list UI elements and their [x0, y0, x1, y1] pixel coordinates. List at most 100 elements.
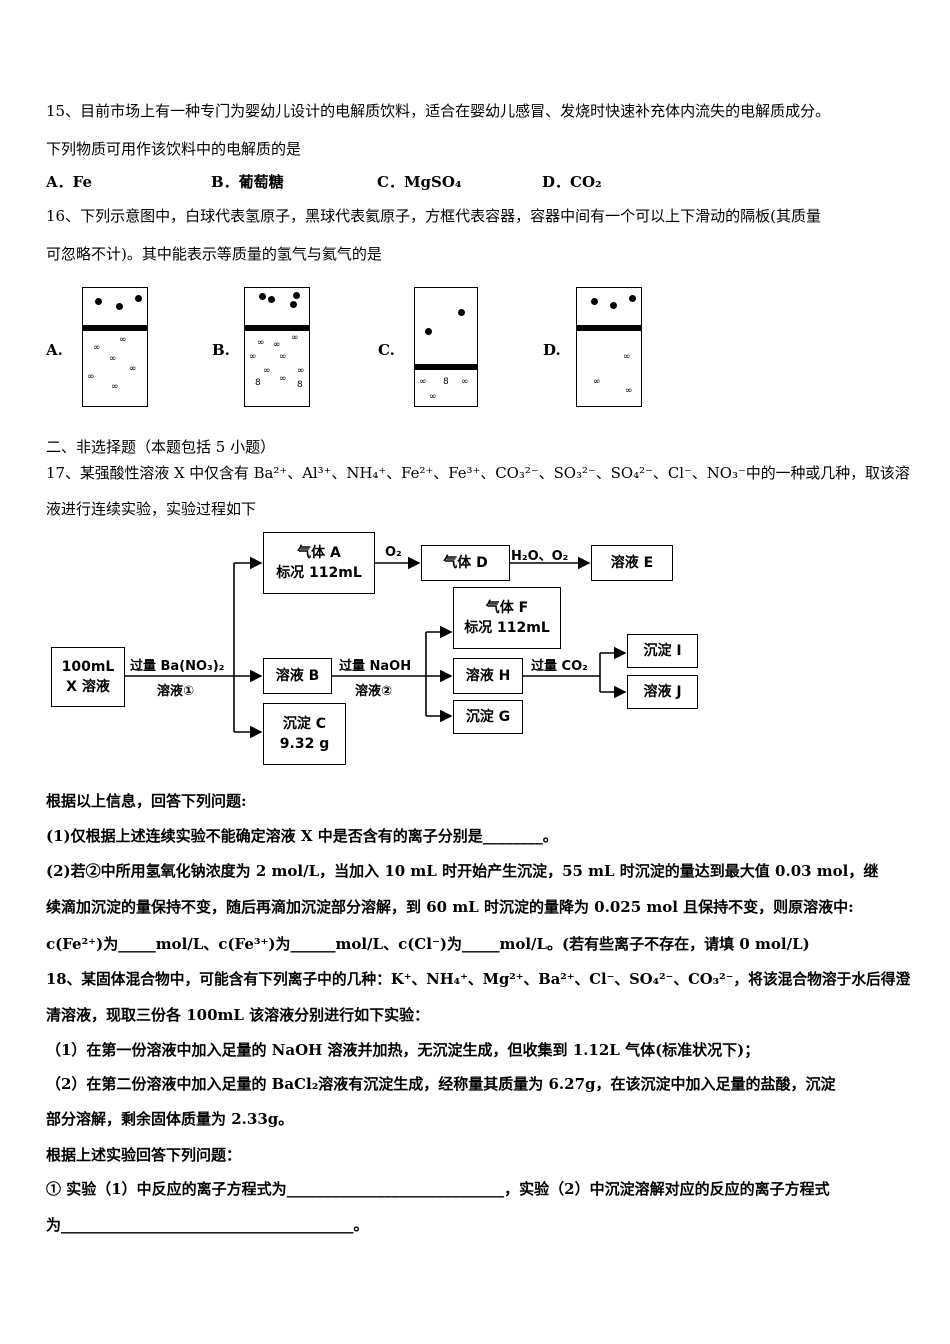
he-atom — [268, 296, 275, 303]
q17-part2-line2: 续滴加沉淀的量保持不变，随后再滴加沉淀部分溶解，到 60 mL 时沉淀的量降为 … — [46, 898, 854, 916]
reagent-2-label: 过量 NaOH — [339, 659, 412, 674]
h2-molecule: ∞ — [419, 377, 427, 387]
h2-molecule: ∞ — [257, 338, 265, 348]
node-gas-a-line1: 气体 A — [297, 545, 341, 561]
node-precipitate-c-line1: 沉淀 C — [282, 716, 327, 732]
node-solution-h: 溶液 H — [453, 658, 523, 694]
q18-experiment1: （1）在第一份溶液中加入足量的 NaOH 溶液并加热，无沉淀生成，但收集到 1.… — [46, 1041, 760, 1059]
h2-molecule: ∞ — [263, 366, 271, 376]
q17-stem-line2: 液进行连续实验，实验过程如下 — [46, 500, 257, 518]
h2-molecule: 8 — [255, 378, 261, 388]
node-solution-h-label: 溶液 H — [465, 668, 511, 684]
reagent-o2-label: O₂ — [385, 545, 402, 560]
he-atom — [116, 303, 123, 310]
q18-experiment2-line1: （2）在第二份溶液中加入足量的 BaCl₂溶液有沉淀生成，经称量其质量为 6.2… — [46, 1075, 836, 1093]
partition-c — [415, 364, 477, 370]
q18-answer1-line1: ① 实验（1）中反应的离子方程式为_______________________… — [46, 1180, 830, 1198]
he-atom — [425, 328, 432, 335]
q15-option-d: D．CO₂ — [542, 173, 602, 191]
node-solution-j-label: 溶液 J — [643, 684, 682, 700]
he-atom — [629, 295, 636, 302]
h2-molecule: 8 — [297, 380, 303, 390]
reagent-1-sublabel: 溶液① — [157, 684, 195, 699]
q17-part2-line3: c(Fe²⁺)为_____mol/L、c(Fe³⁺)为______mol/L、c… — [46, 935, 810, 953]
reagent-h2o-o2-label: H₂O、O₂ — [511, 549, 569, 564]
h2-molecule: ∞ — [273, 340, 281, 350]
node-gas-f: 气体 F 标况 112mL — [453, 587, 561, 649]
node-solution-x: 100mL X 溶液 — [51, 647, 125, 707]
node-solution-e-label: 溶液 E — [610, 555, 654, 571]
he-atom — [610, 302, 617, 309]
he-atom — [135, 295, 142, 302]
q16-stem-line2: 可忽略不计)。其中能表示等质量的氢气与氦气的是 — [46, 245, 382, 263]
node-solution-b-label: 溶液 B — [275, 668, 320, 684]
he-atom — [591, 298, 598, 305]
q16-label-d: D. — [543, 341, 561, 359]
q18-stem-line1: 18、某固体混合物中，可能含有下列离子中的几种：K⁺、NH₄⁺、Mg²⁺、Ba²… — [46, 970, 911, 988]
reagent-1-label: 过量 Ba(NO₃)₂ — [130, 659, 225, 674]
q17-part1: (1)仅根据上述连续实验不能确定溶液 X 中是否含有的离子分别是________… — [46, 827, 558, 845]
q16-label-c: C. — [378, 341, 395, 359]
h2-molecule: ∞ — [291, 333, 299, 343]
h2-molecule: ∞ — [461, 377, 469, 387]
node-precipitate-g-label: 沉淀 G — [465, 709, 511, 725]
container-b: ∞ ∞ ∞ ∞ ∞ ∞ ∞ 8 ∞ 8 — [244, 287, 310, 407]
h2-molecule: ∞ — [93, 343, 101, 353]
q16-label-a: A. — [46, 341, 63, 359]
q16-label-b: B. — [212, 341, 230, 359]
node-precipitate-i: 沉淀 I — [627, 634, 698, 668]
node-solution-x-line2: X 溶液 — [66, 679, 110, 695]
node-gas-a-line2: 标况 112mL — [276, 565, 362, 581]
he-atom — [259, 293, 266, 300]
node-solution-j: 溶液 J — [627, 675, 698, 709]
h2-molecule: ∞ — [87, 372, 95, 382]
h2-molecule: 8 — [443, 377, 449, 387]
q17-intro: 根据以上信息，回答下列问题: — [46, 792, 247, 810]
node-gas-f-line1: 气体 F — [485, 600, 529, 616]
q18-answer1-line2: 为_______________________________________… — [46, 1216, 369, 1234]
node-gas-d-label: 气体 D — [443, 555, 488, 571]
q17-stem-line1: 17、某强酸性溶液 X 中仅含有 Ba²⁺、Al³⁺、NH₄⁺、Fe²⁺、Fe³… — [46, 464, 910, 482]
h2-molecule: ∞ — [249, 352, 257, 362]
q15-options: A．Fe B．葡萄糖 C．MgSO₄ D．CO₂ — [46, 172, 646, 192]
section-heading: 二、非选择题（本题包括 5 小题） — [46, 438, 276, 456]
node-gas-f-line2: 标况 112mL — [464, 620, 550, 636]
container-d: ∞ ∞ ∞ — [576, 287, 642, 407]
q15-stem-line2: 下列物质可用作该饮料中的电解质的是 — [46, 140, 302, 158]
node-solution-b: 溶液 B — [263, 658, 332, 694]
h2-molecule: ∞ — [109, 354, 117, 364]
he-atom — [458, 309, 465, 316]
q15-option-b: B．葡萄糖 — [211, 173, 284, 191]
h2-molecule: ∞ — [593, 377, 601, 387]
node-precipitate-g: 沉淀 G — [453, 700, 523, 734]
he-atom — [293, 292, 300, 299]
q18-intro: 根据上述实验回答下列问题： — [46, 1146, 242, 1164]
h2-molecule: ∞ — [625, 386, 633, 396]
q15-stem-line1: 15、目前市场上有一种专门为婴幼儿设计的电解质饮料，适合在婴幼儿感冒、发烧时快速… — [46, 102, 831, 120]
reagent-co2-label: 过量 CO₂ — [531, 659, 588, 674]
node-precipitate-c-line2: 9.32 g — [279, 736, 330, 752]
node-solution-x-line1: 100mL — [61, 659, 115, 675]
node-solution-e: 溶液 E — [591, 545, 673, 581]
node-precipitate-c: 沉淀 C 9.32 g — [263, 703, 346, 765]
h2-molecule: ∞ — [279, 352, 287, 362]
h2-molecule: ∞ — [129, 364, 137, 374]
h2-molecule: ∞ — [623, 352, 631, 362]
h2-molecule: ∞ — [297, 366, 305, 376]
h2-molecule: ∞ — [119, 335, 127, 345]
q15-option-c: C．MgSO₄ — [377, 173, 462, 191]
q18-experiment2-line2: 部分溶解，剩余固体质量为 2.33g。 — [46, 1110, 294, 1128]
container-a: ∞ ∞ ∞ ∞ ∞ ∞ — [82, 287, 148, 407]
container-c: ∞ 8 ∞ ∞ — [414, 287, 478, 407]
q17-part2-line1: (2)若②中所用氢氧化钠浓度为 2 mol/L，当加入 10 mL 时开始产生沉… — [46, 862, 879, 880]
q18-stem-line2: 清溶液，现取三份各 100mL 该溶液分别进行如下实验： — [46, 1006, 430, 1024]
node-precipitate-i-label: 沉淀 I — [643, 643, 682, 659]
partition-a — [83, 325, 147, 331]
node-gas-d: 气体 D — [421, 545, 510, 581]
node-gas-a: 气体 A 标况 112mL — [263, 532, 375, 594]
h2-molecule: ∞ — [279, 374, 287, 384]
partition-d — [577, 325, 641, 331]
h2-molecule: ∞ — [111, 382, 119, 392]
q16-stem-line1: 16、下列示意图中，白球代表氢原子，黑球代表氦原子，方框代表容器，容器中间有一个… — [46, 207, 821, 225]
